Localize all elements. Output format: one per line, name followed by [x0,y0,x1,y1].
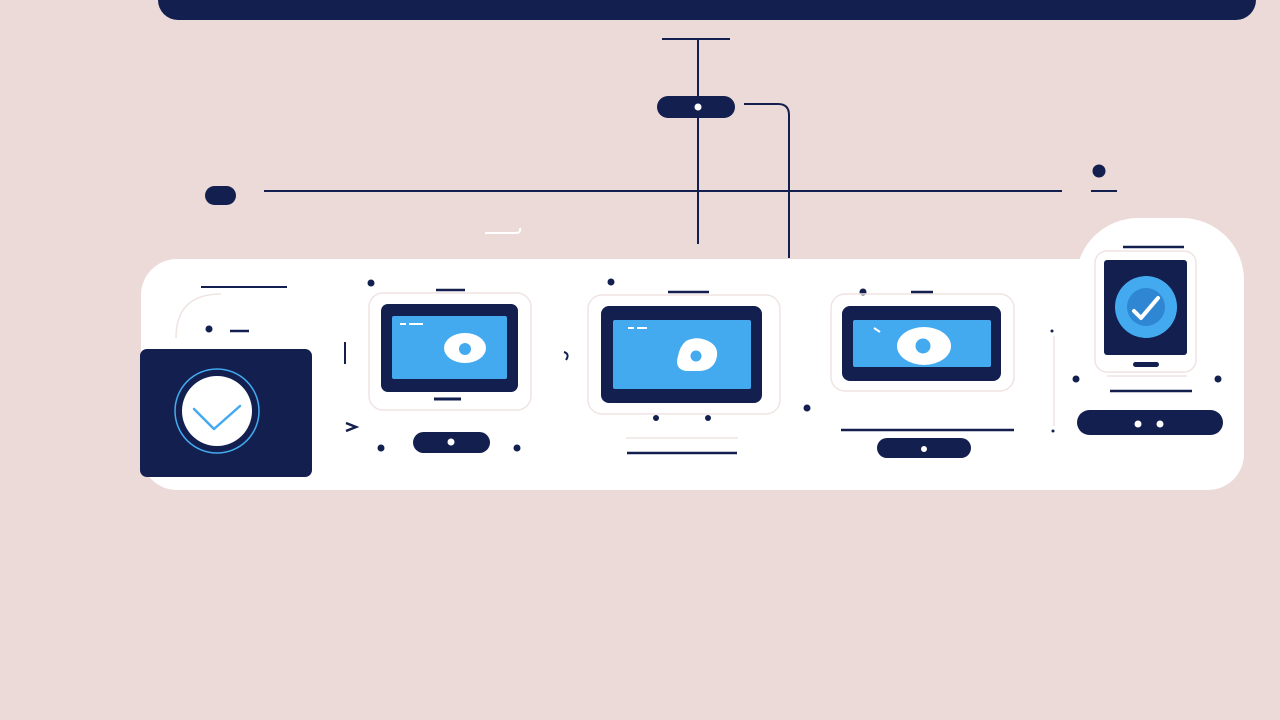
decor-marks [344,278,1222,452]
eye-icon [897,327,951,365]
monitor-card-3 [830,290,1015,458]
eye-icon [444,333,486,363]
check-shield-icon [174,368,260,454]
left-node [205,186,236,205]
checkmark-icon [1115,276,1177,338]
top-bar [158,0,1256,20]
monitor-card-2 [587,290,781,455]
connector-lines [264,38,1117,258]
shield-card [140,286,312,477]
phone-card [1077,245,1223,435]
cloud-icon [677,338,718,371]
node-dot [694,103,702,111]
right-node [1092,164,1106,178]
monitor-card-1 [368,288,532,453]
